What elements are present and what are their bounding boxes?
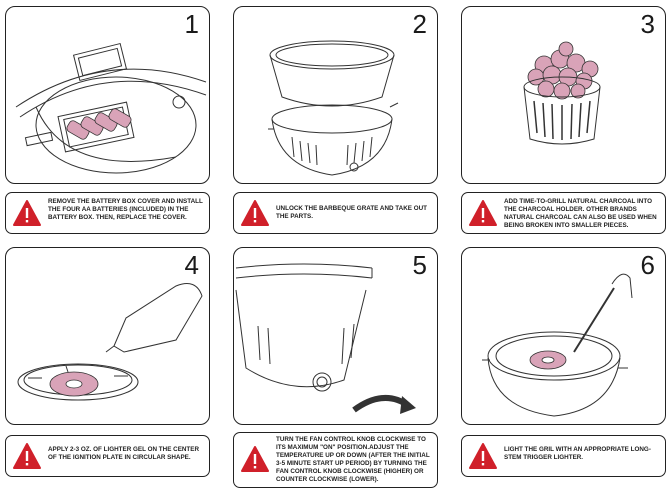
step-1-illustration-panel: 1 — [5, 6, 210, 184]
step-6-illustration-panel: 6 — [461, 247, 666, 425]
step-number: 3 — [640, 9, 655, 39]
step-4-illustration-panel: 4 — [5, 247, 210, 425]
charcoal-holder-illustration — [523, 41, 601, 145]
step-number: 5 — [412, 250, 427, 280]
step-4-caption: APPLY 2-3 OZ. OF LIGHTER GEL ON THE CENT… — [5, 435, 210, 477]
lighter-gel-illustration — [17, 283, 203, 401]
warning-icon — [241, 200, 269, 226]
lighting-grill-illustration — [482, 273, 633, 417]
step-6-caption: LIGHT THE GRIL WITH AN APPROPRIATE LONG-… — [461, 435, 666, 477]
warning-icon — [241, 446, 269, 472]
step-3-caption: ADD TIME-TO-GRILL NATURAL CHARCOAL INTO … — [461, 192, 666, 234]
step-2-illustration-panel: 2 — [233, 6, 438, 184]
step-instruction: LIGHT THE GRIL WITH AN APPROPRIATE LONG-… — [504, 446, 651, 461]
battery-box-illustration — [15, 42, 207, 174]
step-5-illustration-panel: 5 — [233, 247, 438, 425]
fan-knob-illustration — [235, 263, 416, 414]
step-5-caption: TURN THE FAN CONTROL KNOB CLOCKWISE TO I… — [233, 432, 438, 488]
step-number: 6 — [640, 250, 655, 280]
step-3-illustration-panel: 3 — [461, 6, 666, 184]
step-1-caption: REMOVE THE BATTERY BOX COVER AND INSTALL… — [5, 192, 210, 234]
warning-icon — [469, 200, 497, 226]
grill-grate-illustration — [268, 40, 399, 176]
warning-icon — [469, 443, 497, 469]
warning-icon — [13, 443, 41, 469]
step-number: 4 — [184, 250, 199, 280]
step-instruction: ADD TIME-TO-GRILL NATURAL CHARCOAL INTO … — [504, 198, 657, 229]
step-instruction: TURN THE FAN CONTROL KNOB CLOCKWISE TO I… — [276, 436, 430, 483]
warning-icon — [13, 200, 41, 226]
step-number: 1 — [184, 9, 199, 39]
step-instruction: UNLOCK THE BARBEQUE GRATE AND TAKE OUT T… — [276, 205, 428, 220]
step-instruction: REMOVE THE BATTERY BOX COVER AND INSTALL… — [48, 198, 203, 221]
step-2-caption: UNLOCK THE BARBEQUE GRATE AND TAKE OUT T… — [233, 192, 438, 234]
step-number: 2 — [412, 9, 427, 39]
step-instruction: APPLY 2-3 OZ. OF LIGHTER GEL ON THE CENT… — [48, 446, 200, 461]
